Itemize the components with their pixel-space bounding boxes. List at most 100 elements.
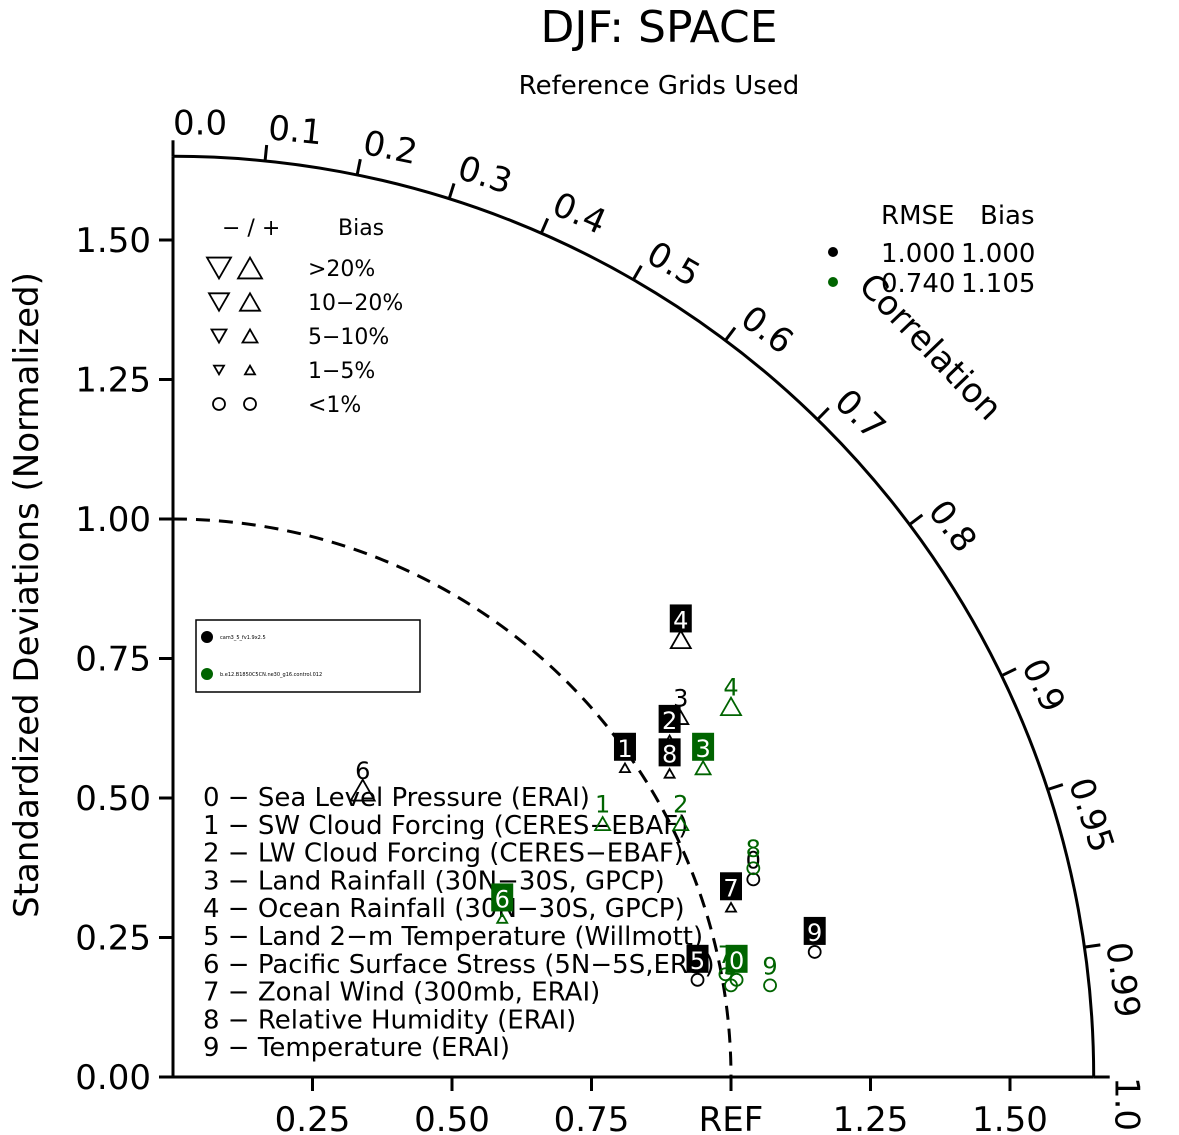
bias-legend-label: <1% [308, 393, 361, 418]
data-point-label: 6 [355, 757, 370, 785]
data-point-label: 8 [662, 740, 677, 768]
y-tick-label: 1.25 [75, 361, 151, 401]
data-point-label-box [803, 916, 826, 945]
correlation-tick-label: 0.9 [1013, 653, 1073, 719]
correlation-tick [1047, 783, 1064, 791]
up-triangle-marker [671, 815, 690, 832]
up-triangle-marker [593, 815, 612, 832]
score-bias-value: 1.105 [961, 269, 1035, 299]
x-tick-label: 0.75 [554, 1100, 630, 1135]
correlation-tick-label: 0.99 [1097, 940, 1147, 1021]
up-triangle-marker [724, 901, 738, 913]
bias-legend-sign-header: − / + [222, 216, 280, 241]
data-point-circle [690, 972, 705, 987]
data-point-circle [718, 967, 733, 982]
up-triangle-marker [240, 327, 260, 344]
correlation-tick [355, 158, 362, 176]
variable-key-label: 6 − Pacific Surface Stress (5N−5S,ERS) [203, 950, 715, 980]
data-point-label: 6 [495, 885, 510, 913]
x-tick-label: 0.25 [275, 1100, 351, 1135]
score-color-dot [828, 247, 838, 257]
data-point-label-box [658, 738, 681, 767]
correlation-tick [908, 513, 924, 526]
chart-title: DJF: SPACE [540, 2, 777, 53]
y-tick-label: 1.00 [75, 500, 151, 540]
data-point-label-box [491, 883, 514, 912]
case-legend-label: b.e12.B1850C5CN.ne30_g16.control.012 [220, 672, 322, 678]
up-triangle-marker [669, 628, 693, 650]
correlation-tick-label: 0.0 [173, 103, 227, 143]
data-point-label: 9 [807, 919, 822, 947]
data-point-label: 2 [673, 791, 688, 819]
variable-key-label: 3 − Land Rainfall (30N−30S, GPCP) [203, 866, 665, 896]
y-axis-label: Standardized Deviations (Normalized) [7, 272, 47, 918]
data-point-circle [729, 972, 744, 987]
data-point-label: 0 [729, 947, 744, 975]
score-color-dot [828, 277, 838, 287]
down-triangle-marker [209, 328, 229, 345]
data-point-label-box [613, 732, 636, 761]
correlation-tick [263, 144, 269, 162]
x-tick-label: 1.25 [833, 1100, 909, 1135]
score-header-bias: Bias [980, 201, 1035, 231]
bias-legend-label: >20% [308, 257, 375, 282]
correlation-tick-label: 0.5 [640, 234, 707, 296]
reference-arc [172, 517, 733, 1078]
data-point-label: 4 [673, 606, 688, 634]
bias-legend-label: 5−10% [308, 325, 389, 350]
variable-key-label: 0 − Sea Level Pressure (ERAI) [203, 783, 590, 813]
data-point-label: 8 [746, 835, 761, 863]
data-point-label: 0 [746, 846, 761, 874]
data-point-circle [807, 945, 822, 959]
data-point-label: 5 [690, 947, 705, 975]
variable-key-label: 5 − Land 2−m Temperature (Willmott) [203, 922, 703, 952]
correlation-tick-label: 0.3 [453, 148, 517, 202]
case-legend-dot [201, 668, 213, 680]
data-point-label: 3 [695, 735, 710, 763]
bias-legend-label: 10−20% [308, 291, 403, 316]
x-tick-label: 1.50 [972, 1100, 1048, 1135]
case-legend-label: cam3_5_fv1.9x2.5 [220, 635, 266, 641]
correlation-tick-label: 0.95 [1060, 773, 1122, 857]
data-point-label: 1 [595, 791, 610, 819]
x-tick-label: 0.50 [414, 1100, 490, 1135]
variable-key-label: 2 − LW Cloud Forcing (CERES−EBAF) [203, 839, 684, 869]
up-triangle-marker [671, 709, 690, 725]
y-tick-label: 0.75 [75, 640, 151, 680]
score-bias-value: 1.000 [961, 239, 1035, 269]
variable-key-label: 8 − Relative Humidity (ERAI) [203, 1005, 576, 1035]
data-point-circle [746, 861, 761, 876]
data-point-label-box [725, 944, 748, 973]
data-point-label: 2 [662, 707, 677, 735]
correlation-tick [816, 407, 830, 421]
data-point-label-box [692, 732, 715, 761]
score-rmse-value: 0.740 [881, 269, 955, 299]
correlation-tick [632, 265, 643, 281]
down-triangle-marker [205, 256, 233, 281]
correlation-tick [1000, 667, 1017, 678]
correlation-tick-label: 1.0 [1107, 1077, 1147, 1131]
variable-key-label: 4 − Ocean Rainfall (30N−30S, GPCP) [203, 894, 685, 924]
variable-key-label: 9 − Temperature (ERAI) [203, 1033, 510, 1063]
case-legend-box [195, 619, 421, 693]
data-point-label-box [686, 944, 709, 973]
circle-marker [212, 397, 226, 411]
y-tick-label: 0.00 [75, 1058, 151, 1098]
data-point-label: 1 [617, 735, 632, 763]
bias-legend-header: Bias [338, 216, 384, 241]
correlation-tick [539, 217, 550, 234]
data-point-label-box [658, 704, 681, 733]
up-triangle-marker [618, 761, 632, 774]
correlation-tick-label: 0.2 [360, 123, 421, 173]
up-triangle-marker [243, 363, 257, 376]
up-triangle-marker [694, 759, 713, 776]
bias-legend-label: 1−5% [308, 359, 375, 384]
up-triangle-marker [349, 777, 377, 802]
y-tick-label: 0.25 [75, 919, 151, 959]
score-rmse-value: 1.000 [881, 239, 955, 269]
up-triangle-marker [495, 912, 509, 924]
up-triangle-marker [663, 767, 677, 779]
circle-marker [243, 397, 257, 411]
